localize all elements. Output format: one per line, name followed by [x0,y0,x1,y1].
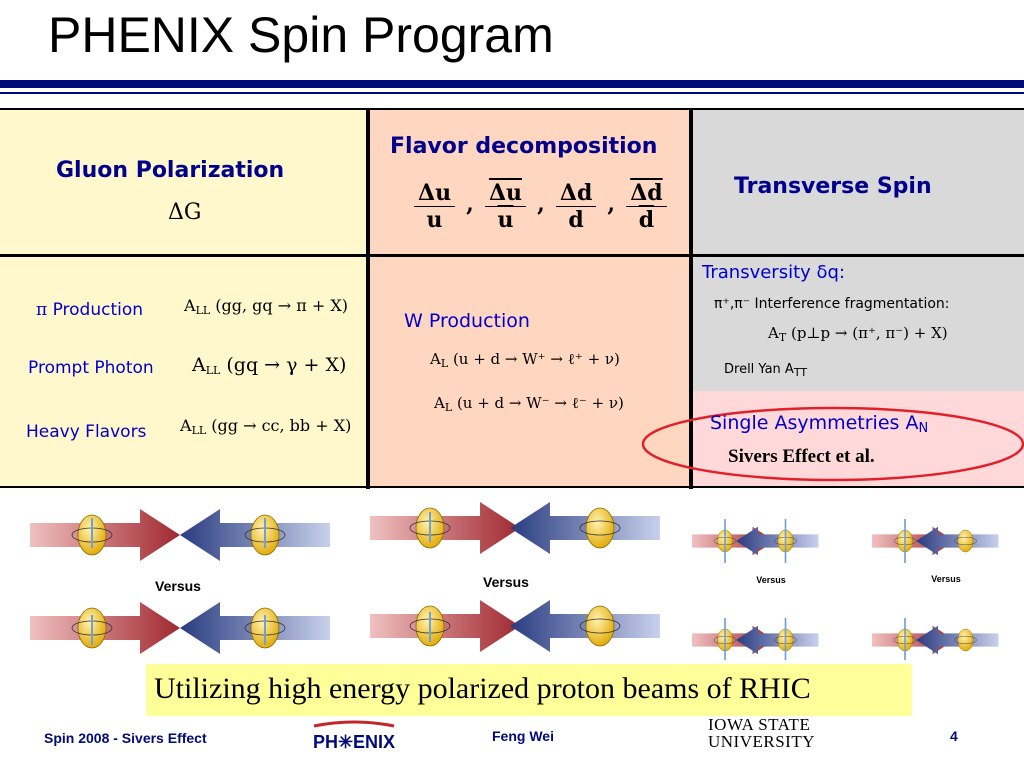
banner-text: Utilizing high energy polarized proton b… [154,672,811,705]
title-bar-thin [0,92,1024,94]
transverse-panel-header [692,110,1024,255]
banner-box [146,664,912,716]
sivers-effect-label: Sivers Effect et al. [728,446,875,467]
w-plus-formula: AL (u + d → W⁺ → ℓ⁺ + ν) [430,350,620,370]
left-beam-top [30,509,330,561]
interference-fragmentation: π⁺,π⁻ Interference fragmentation: [714,296,950,312]
flavor-panel-header [370,110,690,255]
title-bar [0,80,1024,88]
left-beam-bottom [30,602,330,654]
transverse-spin-header: Transverse Spin [734,174,932,199]
pi-production-label: π Production [36,300,144,320]
table-top-border [0,108,1024,110]
w-production-label: W Production [404,310,530,332]
single-asymmetries-title: Single Asymmetries AN [710,412,929,436]
footer-conference: Spin 2008 - Sivers Effect [44,730,207,746]
flavor-decomposition-header: Flavor decomposition [390,134,658,159]
versus-label-3: Versus [756,575,786,585]
single-asymmetry-panel [692,391,1024,487]
versus-label-4: Versus [931,574,961,584]
gluon-panel-body [0,257,368,487]
transversity-title: Transversity δq: [702,262,846,283]
transversity-panel [692,257,1024,391]
middle-beam-bottom [370,600,660,652]
interference-formula: AT (p⊥p → (π⁺, π⁻) + X) [768,324,948,344]
heavy-flavors-label: Heavy Flavors [26,422,147,442]
isu-logo-line2: UNIVERSITY [708,732,815,751]
w-minus-formula: AL (u + d → W⁻ → ℓ⁻ + ν) [434,394,624,414]
gluon-polarization-header: Gluon Polarization [56,158,285,183]
table-bottom-border [0,486,1024,488]
versus-label-1: Versus [155,578,201,594]
table-row-divider [0,254,1024,257]
table-col-divider-2 [689,108,693,489]
gluon-panel-header [0,110,368,255]
versus-label-2: Versus [483,574,529,590]
proton-beam-diagrams: Versus Versus Versus [30,502,999,660]
footer-author: Feng Wei [492,728,554,744]
heavy-flavors-formula: ALL (gg → cc, bb + X) [180,416,352,437]
delta-g-symbol: ΔG [168,200,202,225]
drell-yan-label: Drell Yan ATT [724,362,808,379]
pi-production-formula: ALL (gg, gq → π + X) [184,296,348,317]
right-beam-b [872,518,999,660]
isu-logo: IOWA STATE UNIVERSITY [708,716,815,750]
phenix-logo: PH✳ENIX [304,720,404,754]
red-ellipse-highlight [641,406,1024,482]
page-title: PHENIX Spin Program [48,7,554,63]
prompt-photon-formula: ALL (gq → γ + X) [192,354,347,377]
flavor-panel-body [370,257,690,487]
phenix-logo-text: PH✳ENIX [313,732,395,752]
isu-logo-line1: IOWA STATE [708,715,811,734]
right-beam-a [692,518,819,660]
page-number: 4 [950,728,958,744]
prompt-photon-label: Prompt Photon [28,358,154,378]
table-col-divider-1 [366,108,370,489]
middle-beam-top [370,502,660,554]
